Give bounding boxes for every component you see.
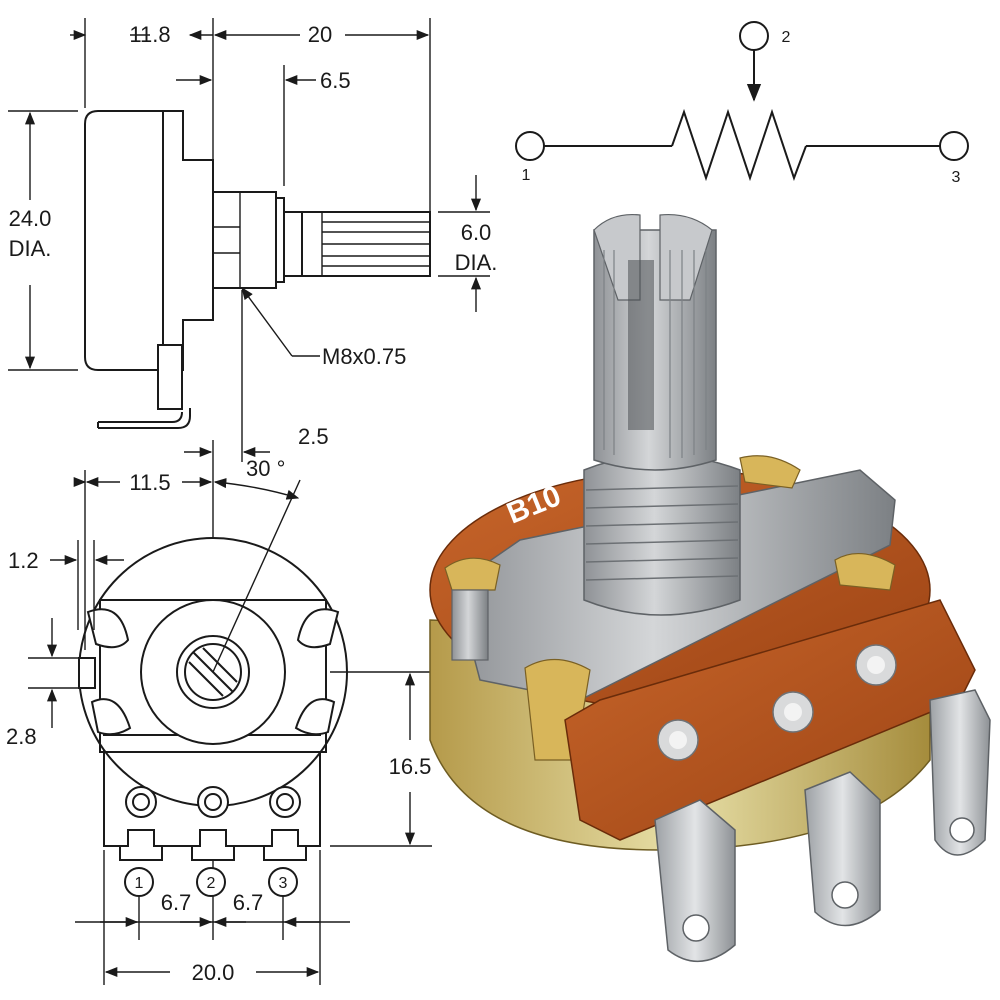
dim-tab-angle: 30 ° (246, 456, 285, 481)
schematic-symbol: 1 2 3 (515, 21, 969, 186)
pin-2 (191, 829, 235, 861)
terminal-lug (157, 344, 183, 410)
side-view: 11.8 20 6.5 24.0 DIA. 6.0 DIA. M8x0.75 2… (8, 18, 497, 462)
dim-pin-row-height: 16.5 (389, 754, 432, 779)
photo-bushing (583, 454, 741, 616)
front-pin-label-3: 3 (279, 875, 288, 892)
pin-1 (119, 829, 163, 861)
bushing (212, 191, 277, 289)
front-view: 1 2 3 11.5 30 ° 1.2 2.8 16.5 (6, 440, 432, 985)
schematic-pin-3: 3 (952, 169, 961, 186)
front-pin-label-2: 2 (207, 875, 216, 892)
dim-tab-thickness: 1.2 (8, 548, 39, 573)
photo-lug-1 (654, 799, 736, 963)
front-pin-label-1: 1 (135, 875, 144, 892)
schematic-pin-1: 1 (522, 167, 531, 184)
dim-thread-spec: M8x0.75 (322, 344, 406, 369)
pin-hole-3 (269, 786, 301, 818)
dim-shaft-length: 20 (308, 22, 332, 47)
dim-pin-pitch-right: 6.7 (233, 890, 264, 915)
schematic-terminal-3 (939, 131, 969, 161)
dim-body-diameter-suffix: DIA. (9, 236, 52, 261)
photo-lug-3 (929, 689, 991, 856)
pin-hole-1 (125, 786, 157, 818)
dim-shaft-diameter: 6.0 (461, 220, 492, 245)
pin-3 (263, 829, 307, 861)
lug-foot (98, 408, 191, 429)
schematic-pin-2: 2 (782, 29, 791, 46)
dim-slot-width: 2.5 (298, 424, 329, 449)
resistor-zigzag (671, 108, 807, 182)
photo-lug-2 (804, 771, 881, 927)
dim-tab-offset: 11.5 (129, 470, 170, 495)
schematic-terminal-1 (515, 131, 545, 161)
dim-shaft-diameter-suffix: DIA. (455, 250, 498, 275)
shaft-collar (283, 211, 303, 277)
dim-body-diameter: 24.0 (9, 206, 52, 231)
dim-tab-height: 2.8 (6, 724, 37, 749)
dim-pin-pitch-left: 6.7 (161, 890, 192, 915)
dim-pcb-width: 20.0 (192, 960, 235, 985)
can-body (84, 110, 184, 371)
bushing-rim (275, 197, 285, 283)
pin-hole-2 (197, 786, 229, 818)
photo-shaft-slot (628, 260, 654, 430)
anti-rotation-tab (78, 657, 96, 689)
dim-knurl-offset: 6.5 (320, 68, 351, 93)
schematic-terminal-2 (739, 21, 769, 51)
potentiometer-photo: B10 (429, 213, 991, 963)
mounting-plate (162, 110, 214, 371)
